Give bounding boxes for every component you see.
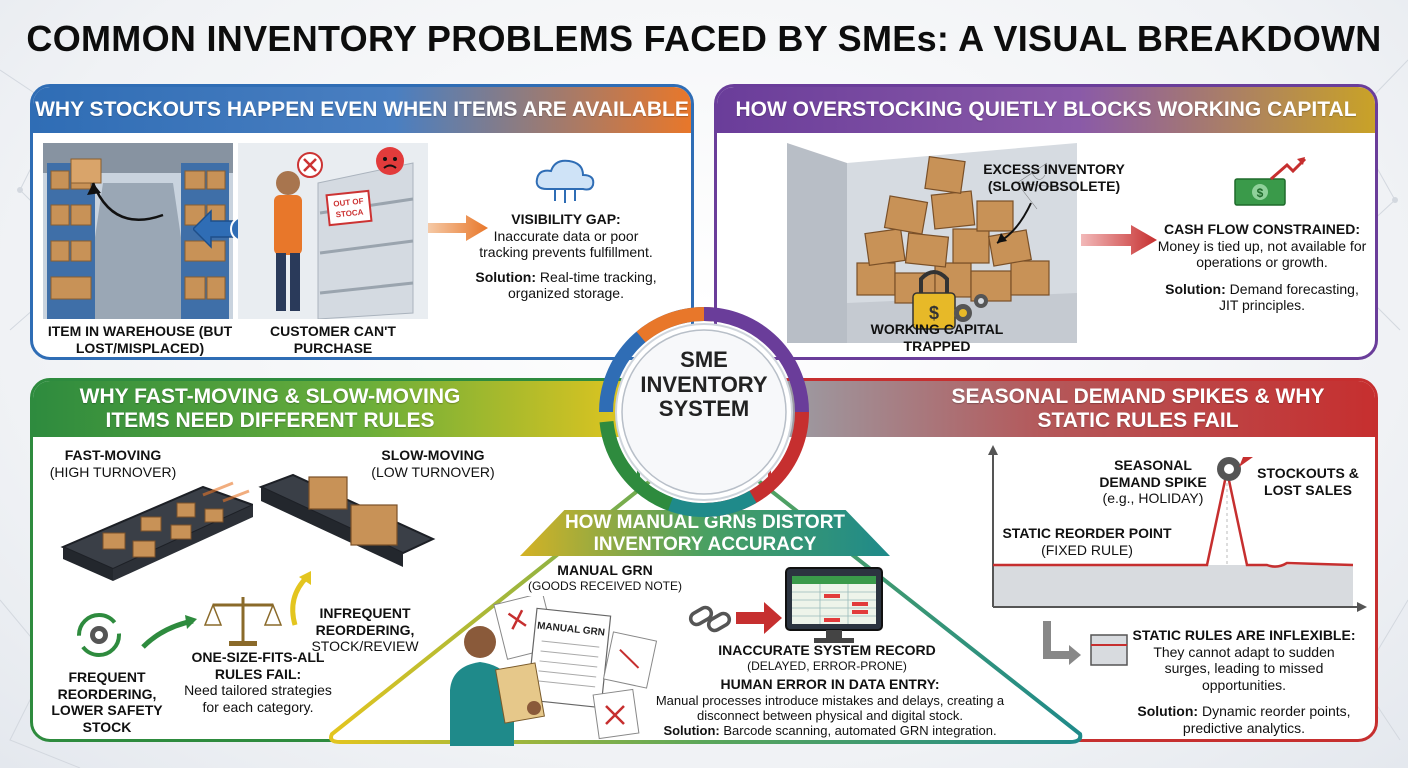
slow-moving-sub: (LOW TURNOVER) [371, 463, 495, 480]
fast-conveyor-illustration [60, 481, 253, 581]
infrequent-sub: STOCK/REVIEW [311, 638, 419, 655]
grn-header-text: HOW MANUAL GRNs DISTORT INVENTORY ACCURA… [564, 512, 846, 555]
reorder-point-block: STATIC REORDER POINT (FIXED RULE) [997, 525, 1177, 558]
stockouts-header: WHY STOCKOUTS HAPPEN EVEN WHEN ITEMS ARE… [33, 87, 691, 133]
slow-conveyor-illustration [258, 473, 436, 567]
spike-block: SEASONAL DEMAND SPIKE (e.g., HOLIDAY) [1093, 457, 1213, 507]
balance-scale-icon [203, 597, 283, 646]
infrequent-block: INFREQUENT REORDERING, STOCK/REVIEW [303, 605, 427, 655]
system-monitor-icon [785, 567, 883, 643]
stockouts-panel: WHY STOCKOUTS HAPPEN EVEN WHEN ITEMS ARE… [30, 84, 694, 360]
reorder-cycle-icon [77, 613, 197, 657]
center-line2: INVENTORY [640, 371, 768, 397]
seasonal-header: SEASONAL DEMAND SPIKES & WHY STATIC RULE… [771, 381, 1375, 437]
manual-grn-sub: (GOODS RECEIVED NOTE) [527, 578, 682, 593]
cash-flow-block: CASH FLOW CONSTRAINED: Money is tied up,… [1157, 221, 1367, 314]
one-size-title: ONE-SIZE-FITS-ALL RULES FAIL: [191, 649, 325, 682]
grn-solution-text: Barcode scanning, automated GRN integrat… [723, 723, 997, 739]
svg-text:$: $ [1257, 186, 1264, 200]
spike-title: SEASONAL DEMAND SPIKE [1099, 457, 1207, 490]
sign-line2: STOCA [335, 208, 364, 220]
warehouse-illustration [43, 143, 233, 319]
fast-moving-block: FAST-MOVING (HIGH TURNOVER) [43, 447, 183, 480]
fast-moving-sub: (HIGH TURNOVER) [49, 463, 177, 480]
cash-flow-title: CASH FLOW CONSTRAINED: [1164, 221, 1360, 237]
flow-arrow-icon [428, 215, 488, 241]
inflexible-block: STATIC RULES ARE INFLEXIBLE: They cannot… [1129, 627, 1359, 736]
center-hub [599, 307, 809, 517]
stockouts-header-text: WHY STOCKOUTS HAPPEN EVEN WHEN ITEMS ARE… [35, 98, 689, 122]
system-record-title: INACCURATE SYSTEM RECORD [718, 642, 936, 658]
one-size-text: Need tailored strategies for each catego… [184, 682, 332, 715]
cash-flow-text: Money is tied up, not available for oper… [1157, 237, 1367, 271]
warehouse-label: ITEM IN WAREHOUSE (BUT LOST/MISPLACED) [47, 323, 233, 356]
system-record-block: INACCURATE SYSTEM RECORD (DELAYED, ERROR… [712, 642, 942, 673]
excess-inventory-label: EXCESS INVENTORY (SLOW/OBSOLETE) [983, 161, 1125, 194]
stockouts-solution-label: Solution: [475, 268, 537, 285]
inflexible-title: STATIC RULES ARE INFLEXIBLE: [1132, 627, 1356, 643]
infrequent-title: INFREQUENT REORDERING, [315, 605, 415, 638]
overstock-panel: HOW OVERSTOCKING QUIETLY BLOCKS WORKING … [714, 84, 1378, 360]
overstock-solution-label: Solution: [1165, 280, 1226, 297]
inflexible-arrow-icon [1043, 621, 1128, 666]
working-capital-label: WORKING CAPITAL TRAPPED [870, 321, 1004, 354]
grn-header: HOW MANUAL GRNs DISTORT INVENTORY ACCURA… [520, 510, 890, 556]
stockouts-lost-sales-label: STOCKOUTS & LOST SALES [1257, 465, 1359, 498]
seasonal-header-text: SEASONAL DEMAND SPIKES & WHY STATIC RULE… [951, 385, 1325, 432]
frequent-reordering-label: FREQUENT REORDERING, LOWER SAFETY STOCK [51, 669, 163, 735]
slow-moving-title: SLOW-MOVING [381, 447, 485, 463]
customer-label: CUSTOMER CAN'T PURCHASE [270, 323, 396, 356]
human-error-title: HUMAN ERROR IN DATA ENTRY: [720, 676, 940, 692]
fast-slow-panel: WHY FAST-MOVING & SLOW-MOVING ITEMS NEED… [30, 378, 640, 742]
money-growth-icon: $ [1234, 157, 1307, 206]
seasonal-solution-label: Solution: [1137, 703, 1199, 720]
center-line3: SYSTEM [658, 396, 750, 422]
center-hub-label: SME INVENTORY SYSTEM [640, 347, 768, 422]
broken-link-icon [688, 602, 782, 634]
manual-grn-block: MANUAL GRN (GOODS RECEIVED NOTE) [520, 562, 690, 593]
slow-moving-block: SLOW-MOVING (LOW TURNOVER) [363, 447, 503, 480]
overstock-header-text: HOW OVERSTOCKING QUIETLY BLOCKS WORKING … [735, 98, 1357, 122]
seasonal-solution-text: Dynamic reorder points, predictive analy… [1182, 703, 1351, 736]
one-size-block: ONE-SIZE-FITS-ALL RULES FAIL: Need tailo… [183, 649, 333, 715]
svg-text:$: $ [929, 303, 939, 323]
cash-flow-arrow-icon [1081, 225, 1157, 255]
human-error-block: HUMAN ERROR IN DATA ENTRY: Manual proces… [640, 676, 1020, 739]
stockouts-solution-text: Real-time tracking, organized storage. [508, 268, 657, 302]
fast-moving-title: FAST-MOVING [64, 447, 162, 463]
infrequent-arrow-icon [290, 571, 311, 626]
visibility-gap-block: VISIBILITY GAP: Inaccurate data or poor … [471, 211, 661, 302]
visibility-gap-title: VISIBILITY GAP: [511, 211, 621, 227]
reorder-point-title: STATIC REORDER POINT [1002, 525, 1172, 541]
cloud-sync-icon [535, 159, 595, 203]
grn-solution-label: Solution: [663, 723, 720, 739]
overstock-header: HOW OVERSTOCKING QUIETLY BLOCKS WORKING … [717, 87, 1375, 133]
page-title: COMMON INVENTORY PROBLEMS FACED BY SMEs:… [26, 18, 1382, 59]
reorder-point-sub: (FIXED RULE) [1041, 541, 1133, 558]
seasonal-chart [988, 445, 1367, 612]
seasonal-panel: SEASONAL DEMAND SPIKES & WHY STATIC RULE… [768, 378, 1378, 742]
fast-slow-header: WHY FAST-MOVING & SLOW-MOVING ITEMS NEED… [33, 381, 637, 437]
fast-slow-header-text: WHY FAST-MOVING & SLOW-MOVING ITEMS NEED… [79, 385, 461, 432]
empty-shelf-illustration: OUT OF STOCA [238, 143, 428, 319]
spike-sub: (e.g., HOLIDAY) [1102, 490, 1204, 507]
system-record-sub: (DELAYED, ERROR-PRONE) [747, 658, 907, 673]
excess-inventory-illustration: $ [787, 143, 1077, 343]
visibility-gap-text: Inaccurate data or poor tracking prevent… [479, 227, 653, 261]
sign-line1: OUT OF [333, 196, 364, 208]
center-line1: SME [680, 347, 728, 372]
inflexible-text: They cannot adapt to sudden surges, lead… [1153, 643, 1335, 693]
overstock-solution-text: Demand forecasting, JIT principles. [1218, 280, 1359, 314]
human-error-text: Manual processes introduce mistakes and … [655, 692, 1005, 723]
manual-grn-illustration: MANUAL GRN [450, 596, 658, 746]
manual-grn-title: MANUAL GRN [557, 562, 653, 578]
